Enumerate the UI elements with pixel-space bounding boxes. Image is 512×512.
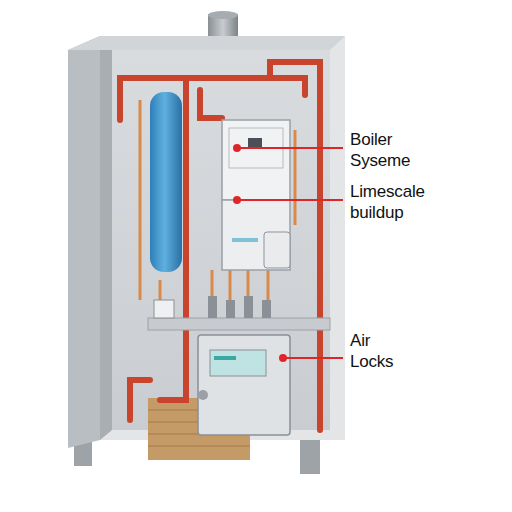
- cabinet-inner-wall: [100, 50, 112, 440]
- callout-holder: Boiler Syseme: [350, 129, 450, 171]
- cabinet-top: [68, 36, 345, 50]
- callout-label: Limescale buildup: [350, 181, 450, 223]
- expansion-tank: [150, 92, 182, 272]
- cabinet-foot: [300, 440, 320, 474]
- callout-label: Boiler Syseme: [350, 129, 450, 171]
- boiler-indicator: [232, 238, 258, 242]
- cabinet-side: [68, 36, 100, 448]
- boiler-display: [248, 138, 262, 148]
- callout-holder: Air Locks: [350, 330, 406, 372]
- valves: [154, 296, 271, 318]
- boiler-lower: [222, 200, 290, 270]
- leader-lines: [237, 148, 343, 358]
- cabinet-interior: [112, 50, 330, 430]
- shelf: [148, 318, 330, 330]
- callout-label: Air Locks: [350, 330, 406, 372]
- pump-panel: [210, 350, 266, 376]
- flue-top: [208, 11, 238, 19]
- pump-fitting: [198, 390, 208, 400]
- callout-dots: [233, 144, 287, 362]
- callout-holder: Limescale buildup: [350, 181, 450, 223]
- pump-label: [214, 356, 236, 360]
- cabinet-frame: [100, 36, 345, 440]
- boiler-upper: [222, 120, 290, 200]
- filter-unit: [264, 232, 290, 268]
- pump-unit: [198, 335, 290, 435]
